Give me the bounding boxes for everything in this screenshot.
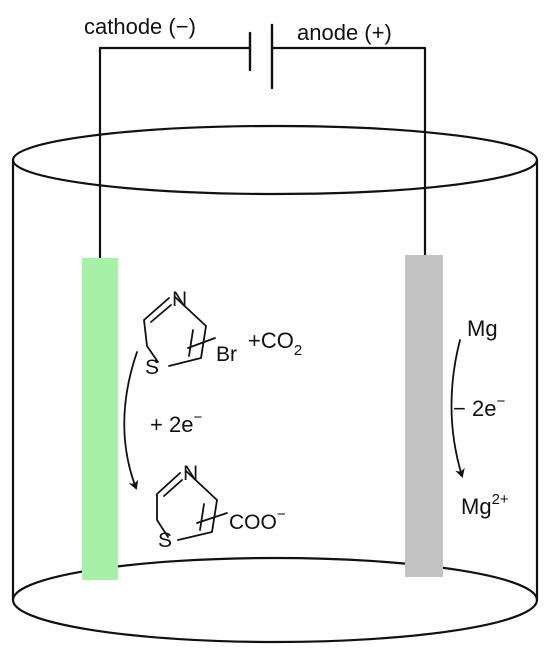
minus-electrons-label: − 2e− (453, 393, 505, 421)
bromothiazole-structure: N S Br (143, 288, 237, 379)
magnesium-ion-label: Mg2+ (461, 491, 509, 519)
carboxylate-group: COO− (229, 506, 286, 534)
carboxylate-bond (196, 512, 228, 524)
co2-prefix: +CO (248, 328, 294, 353)
co2-subscript: 2 (294, 342, 302, 359)
beaker (11, 124, 539, 644)
bromine-atom: Br (216, 343, 237, 366)
product-double-bond-cc (199, 503, 205, 531)
co2-reactant-label: +CO2 (248, 328, 302, 359)
anode-wire (270, 46, 427, 260)
minus-2e-charge: − (496, 393, 505, 410)
cathode-electrode (82, 258, 118, 580)
coo-charge: − (277, 506, 286, 523)
plus-electrons-label: + 2e− (150, 409, 202, 437)
thiazole-double-bond-cn (150, 304, 172, 323)
beaker-bottom-front (11, 598, 539, 644)
cathode-reaction-arrow (123, 351, 139, 490)
thiazole-carboxylate-structure: N S COO− (156, 462, 286, 552)
product-double-bond-cn (163, 479, 183, 497)
magnesium-label: Mg (467, 316, 498, 341)
minus-2e-text: − 2e (453, 396, 496, 421)
beaker-top-rim (11, 124, 539, 196)
sulfur-atom-bottom: S (158, 529, 172, 552)
cathode-wire (98, 46, 252, 260)
beaker-bottom-back (11, 556, 539, 602)
nitrogen-atom-top: N (172, 288, 187, 311)
plus-2e-text: + 2e (150, 412, 193, 437)
anode-label: anode (+) (297, 20, 392, 45)
external-circuit (98, 23, 427, 260)
anode-electrode (405, 255, 443, 577)
thiazole-double-bond-cc (188, 329, 194, 357)
cathode-label: cathode (−) (84, 14, 196, 39)
anode-reaction-arrow (450, 339, 465, 478)
product-ring-bonds (156, 470, 218, 541)
nitrogen-atom-bottom: N (183, 462, 198, 485)
coo-text: COO (229, 511, 277, 534)
mg-ion-charge: 2+ (492, 491, 509, 508)
sulfur-atom-top: S (145, 356, 159, 379)
plus-2e-charge: − (193, 409, 202, 426)
mg-ion-base: Mg (461, 494, 492, 519)
bromine-bond (187, 337, 216, 349)
